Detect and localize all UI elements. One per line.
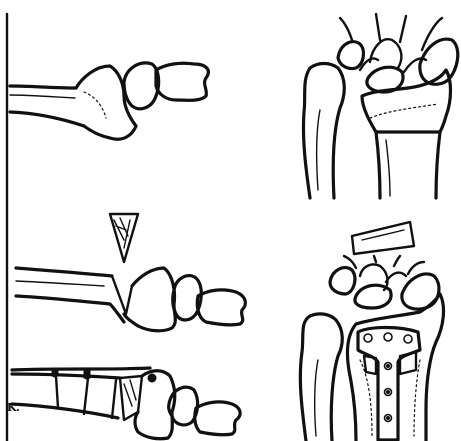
graft-shading (124, 380, 136, 406)
ulna-ap-plated (300, 314, 342, 441)
plate-screw-6 (386, 416, 390, 420)
ulna-inner-line (317, 110, 320, 190)
panel-lateral-plate (12, 368, 240, 439)
distal-radius-lateral (76, 66, 136, 139)
radius-dotted-line (370, 104, 438, 118)
distal-radius-ap (362, 70, 451, 132)
radius-ap-plated (348, 294, 444, 441)
plate-hole-1 (364, 334, 372, 342)
plate-hole-3 (404, 335, 412, 343)
metacarpal-stubs-ap (340, 14, 442, 50)
lunate-lateral (124, 63, 159, 109)
lunate-ap (367, 67, 403, 92)
bone-graft-wedge (352, 222, 414, 254)
radius-shaft-lateral (10, 86, 84, 126)
panel-ap-before (303, 14, 457, 198)
radius-articular-line (84, 92, 106, 118)
plate-screw-4 (386, 364, 390, 368)
ulna-inner-line-2 (315, 360, 318, 436)
panel-ap-graft (352, 222, 414, 254)
radius-shaft-line-2 (16, 281, 104, 286)
ulna-shaft-ap (303, 64, 344, 199)
plate-screw-5 (386, 390, 390, 394)
triquetrum-ap-2 (330, 268, 355, 294)
capitate-lateral (156, 63, 208, 100)
proximal-screw-head (148, 374, 156, 382)
plate-hole-2 (384, 333, 392, 341)
artist-initial: K. (7, 401, 19, 414)
panel-lateral-wedge (16, 214, 245, 331)
scaphoid-ap-2 (402, 274, 439, 309)
radius-shaft-plated (12, 374, 120, 418)
capitate-wedge (197, 290, 245, 325)
radius-shaft-osteotomy (16, 268, 124, 322)
panel-ap-plate (300, 256, 443, 441)
triquetrum-ap (338, 42, 363, 69)
radius-shaft-line (10, 95, 75, 98)
panel-lateral-before (10, 63, 208, 139)
radius-inner-line (386, 140, 390, 196)
plate-lateral (12, 368, 150, 370)
capitate-plated (195, 402, 240, 435)
distal-fragment-tilted (124, 268, 175, 331)
